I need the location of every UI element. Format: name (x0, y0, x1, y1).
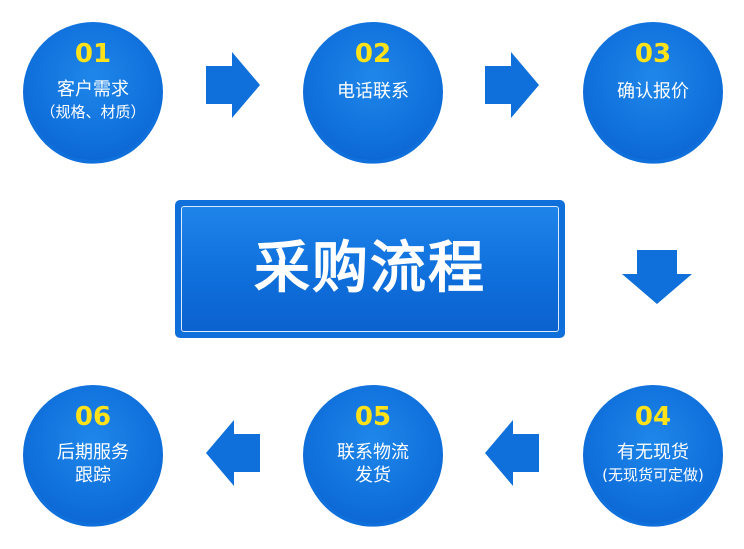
arrow-left-icon (206, 420, 260, 486)
step-sublabel: （规格、材质） (40, 103, 146, 121)
arrow-right-icon (485, 52, 539, 118)
step-number: 05 (354, 402, 392, 432)
step-number: 03 (634, 39, 672, 69)
arrow-left-icon (485, 420, 539, 486)
step-label: 客户需求 (57, 79, 129, 100)
title-box: 采购流程 (175, 200, 565, 338)
step-number: 02 (354, 39, 392, 69)
step-04: 04 有无现货 (无现货可定做) (583, 385, 723, 525)
step-label: 联系物流 (337, 442, 409, 463)
step-number: 06 (74, 402, 112, 432)
step-sublabel: 发货 (355, 465, 391, 486)
step-sublabel: 跟踪 (75, 465, 111, 486)
arrow-right-icon (206, 52, 260, 118)
step-label: 电话联系 (337, 81, 409, 102)
step-02: 02 电话联系 (303, 22, 443, 162)
step-05: 05 联系物流 发货 (303, 385, 443, 525)
step-01: 01 客户需求 （规格、材质） (23, 22, 163, 162)
step-label: 后期服务 (57, 442, 129, 463)
step-label: 确认报价 (617, 81, 689, 102)
step-number: 01 (74, 39, 112, 69)
arrow-down-icon (622, 250, 692, 304)
step-03: 03 确认报价 (583, 22, 723, 162)
step-number: 04 (634, 402, 672, 432)
title-inner-frame (181, 206, 559, 332)
step-06: 06 后期服务 跟踪 (23, 385, 163, 525)
page-title: 采购流程 (254, 236, 486, 301)
step-sublabel: (无现货可定做) (602, 466, 704, 484)
step-label: 有无现货 (617, 442, 689, 463)
